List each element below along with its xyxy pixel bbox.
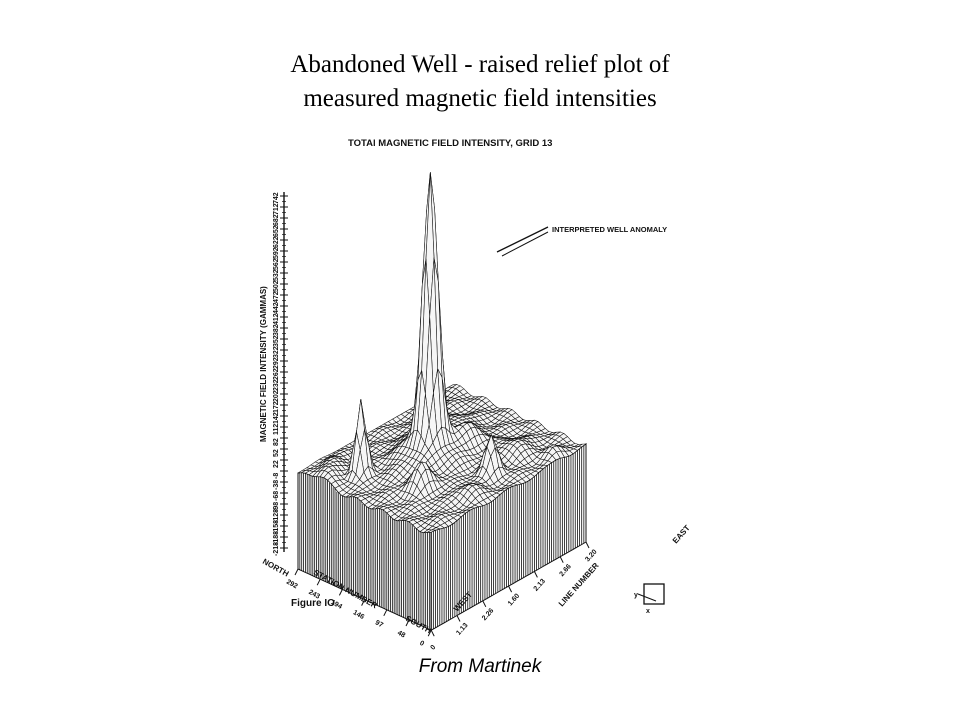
z-axis-tick-label: 442 <box>273 302 280 314</box>
line-axis-tick-label: 2.13 <box>533 578 547 593</box>
line-axis-tick <box>559 556 564 563</box>
z-axis-tick-label: -128 <box>273 509 280 523</box>
z-axis-tick-label: 412 <box>273 313 280 325</box>
line-axis-tick-label: 0 <box>429 644 437 652</box>
z-axis-ticks <box>280 195 288 549</box>
station-axis-tick-label: 243 <box>307 589 321 601</box>
z-axis-label: MAGNETIC FIELD INTENSITY (GAMMAS) <box>259 286 268 442</box>
slide-title-line-2: measured magnetic field intensities <box>303 85 657 112</box>
z-axis-tick-label: -38 <box>273 480 280 490</box>
station-axis-tick <box>338 589 343 596</box>
view-icon-x: x <box>646 608 650 615</box>
relief-block-base <box>297 442 587 632</box>
z-axis-tick-label: -158 <box>273 520 280 534</box>
z-axis-tick-label: 172 <box>273 401 280 413</box>
z-axis-tick-label: 712 <box>273 203 280 215</box>
line-axis-tick <box>508 585 513 593</box>
z-axis-tick-label: 352 <box>273 335 280 347</box>
station-axis-tick <box>316 578 321 586</box>
z-axis-tick-label: -218 <box>273 542 280 556</box>
line-axis-tick-label: 1.13 <box>455 622 469 637</box>
line-axis-end: EAST <box>671 523 692 545</box>
station-axis-start: NORTH <box>261 557 290 579</box>
z-axis-tick-label: 742 <box>273 192 280 204</box>
z-axis-tick-label: 502 <box>273 280 280 292</box>
z-axis-tick-labels: -218-188-158-128-98-68-38-8 22 52 82 1121421… <box>273 192 280 556</box>
z-axis-tick-label: -98 <box>273 502 280 512</box>
line-axis-tick <box>430 629 435 637</box>
z-axis-tick-label: 112 <box>273 424 280 435</box>
z-axis-tick-label: 142 <box>273 412 280 424</box>
station-axis-tick <box>427 629 432 637</box>
z-axis-tick-label: 292 <box>273 357 280 369</box>
z-axis-tick-label: -188 <box>273 531 280 545</box>
plot-title: TOTAl MAGNETIC FIELD INTENSITY, GRID 13 <box>348 138 552 149</box>
z-axis-tick-label: 622 <box>273 236 280 248</box>
z-axis-tick-label: 652 <box>273 225 280 237</box>
slide-title: Abandoned Well - raised relief plot of m… <box>0 48 960 116</box>
annotation-label: INTERPRETED WELL ANOMALY <box>552 225 667 234</box>
station-axis-tick <box>361 599 366 606</box>
slide-title-line-1: Abandoned Well - raised relief plot of <box>290 51 670 78</box>
line-axis-tick-label: 1.60 <box>507 593 521 608</box>
line-axis-tick <box>585 541 590 549</box>
view-orientation-icon: y x <box>634 583 665 615</box>
z-axis-tick-label: 262 <box>273 368 280 380</box>
z-axis-tick-label: -68 <box>273 491 280 501</box>
z-axis-tick-label: -8 <box>273 473 280 479</box>
annotation-leader-line-2 <box>501 231 549 257</box>
station-axis-tick-label: 146 <box>352 609 366 621</box>
mesh-cell <box>427 529 436 533</box>
line-axis-tick-label: 2.66 <box>558 563 572 578</box>
z-axis-tick-label: 562 <box>273 258 280 270</box>
station-axis-tick-label: 0 <box>418 640 425 648</box>
line-axis-tick-label: 2.26 <box>481 607 495 622</box>
z-axis-tick-label: 682 <box>273 214 280 226</box>
z-axis-tick-label: 382 <box>273 324 280 336</box>
station-axis-tick <box>405 619 410 627</box>
annotation-leader-line <box>496 226 549 253</box>
z-axis-tick-label: 232 <box>273 379 280 391</box>
station-axis-tick-label: 48 <box>396 630 406 640</box>
station-axis-tick <box>383 609 388 617</box>
station-axis-tick-label: 194 <box>329 599 343 611</box>
z-axis-tick-label: 82 <box>273 438 280 446</box>
view-icon-y: y <box>634 592 638 599</box>
z-axis-tick-label: 472 <box>273 291 280 303</box>
station-axis-ticks: 292 243 194 146 97 48 0 <box>285 568 432 648</box>
station-axis-tick-label: 97 <box>374 619 384 629</box>
line-axis-tick <box>456 615 461 622</box>
line-axis-tick-label: 3.20 <box>584 548 598 563</box>
z-axis-tick-label: 22 <box>273 460 280 468</box>
line-axis-tick <box>533 571 538 578</box>
station-axis-tick <box>294 568 299 576</box>
station-axis-tick-label: 292 <box>285 579 299 591</box>
source-caption: From Martinek <box>418 656 542 677</box>
figure-label: Figure IO <box>291 598 335 609</box>
relief-surface-mesh <box>297 172 587 533</box>
z-axis-tick-label: 322 <box>273 346 280 358</box>
z-axis-tick-label: 532 <box>273 269 280 281</box>
line-axis-tick <box>482 600 487 608</box>
z-axis-tick-label: 202 <box>273 390 280 402</box>
z-axis-tick-label: 592 <box>273 247 280 259</box>
z-axis-tick-label: 52 <box>273 449 280 457</box>
